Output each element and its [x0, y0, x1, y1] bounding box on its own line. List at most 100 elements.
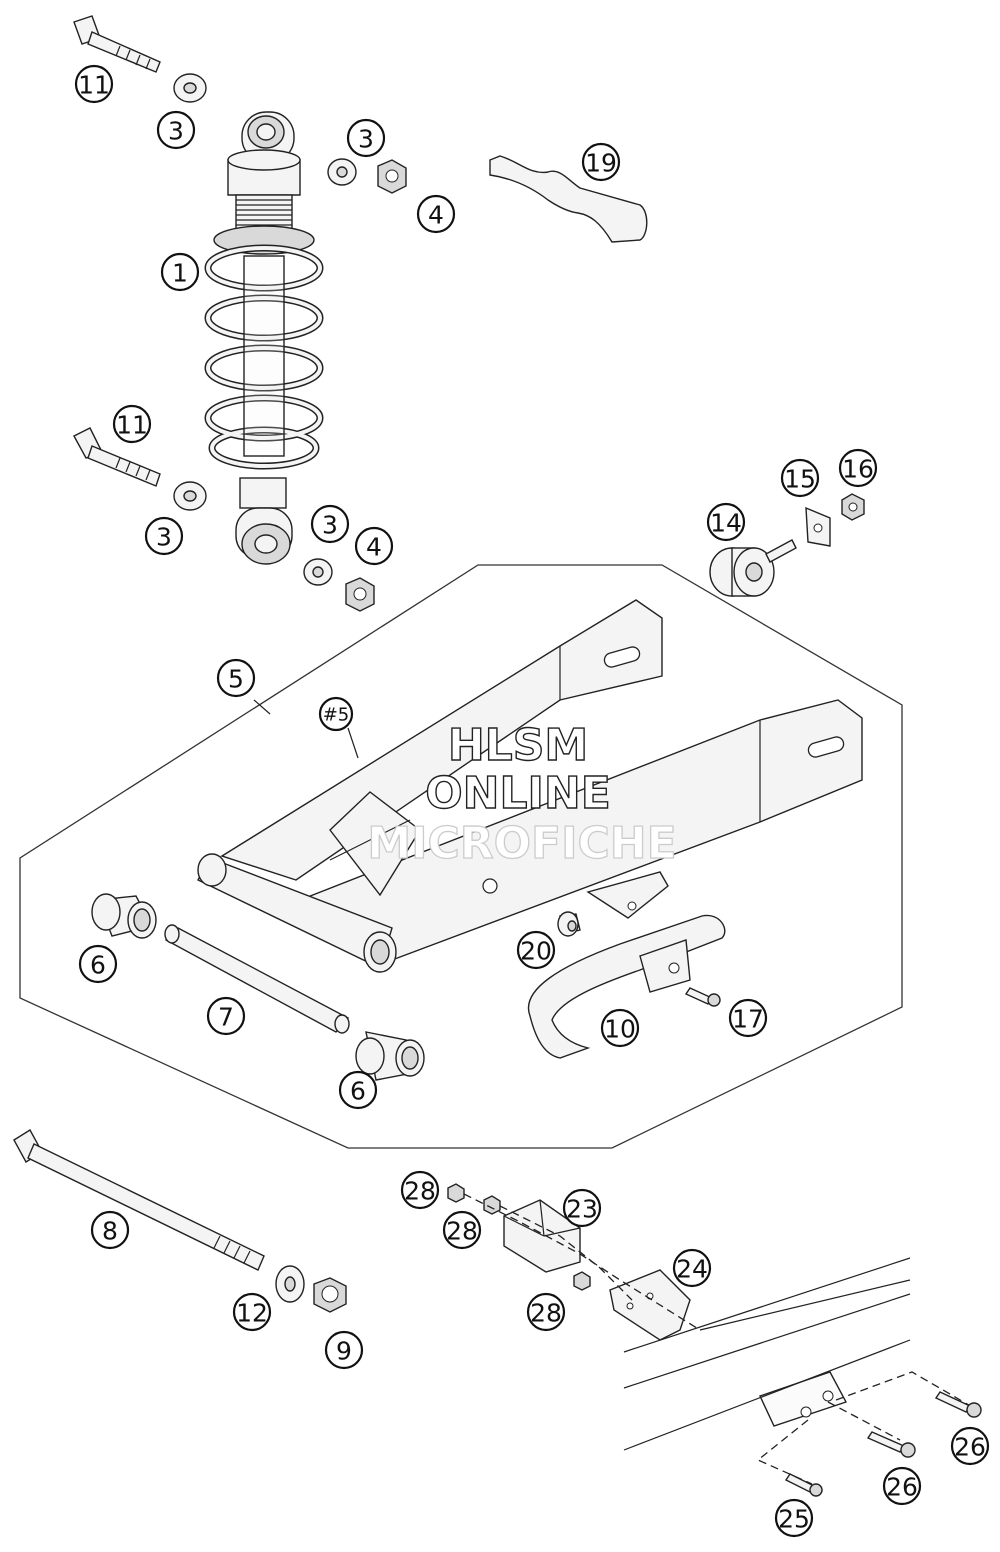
- callout-circle: [728, 998, 768, 1038]
- callout-c6a: 6: [78, 944, 118, 984]
- pivot-bolt-8: [13, 1129, 265, 1271]
- callout-number: 3: [168, 117, 184, 146]
- callout-number: 14: [710, 509, 742, 538]
- callout-circle: [400, 1170, 440, 1210]
- callout-circle: [416, 194, 456, 234]
- nut-28-a: [447, 1183, 465, 1203]
- nut-28-c: [573, 1271, 591, 1291]
- bolt-26-lower: [866, 1431, 916, 1458]
- callout-number: 6: [90, 951, 106, 980]
- callout-number: 11: [78, 71, 110, 100]
- bolt-26-upper: [934, 1391, 982, 1418]
- chain-roller-14: [709, 539, 797, 597]
- callout-number: #5: [323, 705, 350, 726]
- watermark: HLSM ONLINE MICROFICHE: [367, 719, 678, 869]
- watermark-line3: MICROFICHE: [367, 818, 676, 869]
- nut-9: [313, 1277, 347, 1313]
- callout-c19: 19: [581, 142, 621, 182]
- washer-12: [275, 1265, 305, 1303]
- callout-c25: 25: [774, 1498, 814, 1538]
- callout-number: 24: [676, 1255, 708, 1284]
- nut-16: [841, 493, 865, 521]
- dashed-assembly-lines-lower: [756, 1371, 975, 1485]
- callout-circle: [346, 118, 386, 158]
- callout-circle: [324, 1330, 364, 1370]
- callout-circle: [354, 526, 394, 566]
- callout-number: 19: [585, 149, 617, 178]
- callout-number: 9: [336, 1337, 352, 1366]
- washer-3-upper-right: [327, 158, 357, 186]
- callout-number: 15: [784, 465, 816, 494]
- pivot-sleeve-7: [164, 924, 350, 1034]
- callout-c4b: 4: [354, 526, 394, 566]
- callout-number: 26: [954, 1433, 986, 1462]
- callout-number: 28: [446, 1217, 478, 1246]
- watermark-line2: ONLINE: [425, 768, 611, 819]
- callout-c9: 9: [324, 1330, 364, 1370]
- callout-circle: [581, 142, 621, 182]
- callout-circle: [600, 1008, 640, 1048]
- washer-3-lower-left: [173, 481, 207, 511]
- callout-circle: [216, 658, 256, 698]
- bushing-6-left: [91, 893, 157, 939]
- callout-circle: [318, 696, 354, 732]
- callout-circle: [78, 944, 118, 984]
- swingarm: [197, 599, 863, 973]
- chain-slider-10: [527, 914, 726, 1059]
- nut-28-b: [483, 1195, 501, 1215]
- callout-c12: 12: [232, 1292, 272, 1332]
- callout-circle: [232, 1292, 272, 1332]
- callout-circle: [112, 404, 152, 444]
- callout-c20: 20: [516, 930, 556, 970]
- callout-c5sub: #5: [318, 696, 354, 732]
- washer-3-upper-left: [173, 73, 207, 103]
- callout-c24: 24: [672, 1248, 712, 1288]
- callout-circle: [516, 930, 556, 970]
- callout-c10: 10: [600, 1008, 640, 1048]
- upper-shock-bolt: [73, 15, 161, 73]
- callout-number: 25: [778, 1505, 810, 1534]
- hook-wrench-19: [489, 155, 648, 243]
- callout-c16: 16: [838, 448, 878, 488]
- dashed-assembly-lines-upper: [463, 1193, 701, 1331]
- callout-number: 1: [172, 259, 188, 288]
- callout-circle: [562, 1188, 602, 1228]
- shock-absorber: [204, 111, 324, 565]
- callout-number: 3: [358, 125, 374, 154]
- callout-circle: [338, 1070, 378, 1110]
- callout-circle: [90, 1210, 130, 1250]
- callout-c3a: 3: [156, 110, 196, 150]
- callout-circle: [706, 502, 746, 542]
- watermark-line1: HLSM: [448, 720, 588, 771]
- callout-c3c: 3: [144, 516, 184, 556]
- callout-number: 10: [604, 1015, 636, 1044]
- callout-c28c: 28: [526, 1292, 566, 1332]
- callout-number: 8: [102, 1217, 118, 1246]
- callout-number: 17: [732, 1005, 764, 1034]
- leader-lines: [253, 699, 359, 759]
- callout-c23: 23: [562, 1188, 602, 1228]
- callout-circle: [774, 1498, 814, 1538]
- callout-c26b: 26: [882, 1466, 922, 1506]
- callout-c8: 8: [90, 1210, 130, 1250]
- nut-4-lower: [345, 577, 375, 612]
- callout-circle: [74, 64, 114, 104]
- callout-circle: [672, 1248, 712, 1288]
- callout-number: 12: [236, 1299, 268, 1328]
- callout-number: 4: [428, 201, 444, 230]
- callout-number: 7: [218, 1003, 234, 1032]
- washer-3-lower-right: [303, 558, 333, 586]
- callout-c11a: 11: [74, 64, 114, 104]
- callout-number: 26: [886, 1473, 918, 1502]
- callout-number: 20: [520, 937, 552, 966]
- callout-c28a: 28: [400, 1170, 440, 1210]
- callout-number: 3: [156, 523, 172, 552]
- callout-c3d: 3: [310, 504, 350, 544]
- callout-c14: 14: [706, 502, 746, 542]
- frame-section: [623, 1257, 911, 1451]
- callout-number: 3: [322, 511, 338, 540]
- callout-c17: 17: [728, 998, 768, 1038]
- callout-c15: 15: [780, 458, 820, 498]
- callout-number: 23: [566, 1195, 598, 1224]
